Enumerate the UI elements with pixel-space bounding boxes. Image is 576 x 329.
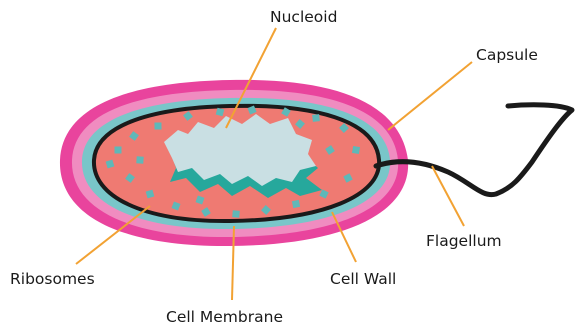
label-ribosomes: Ribosomes: [10, 270, 95, 288]
ribosome-dot: [115, 147, 122, 154]
leader-line-capsule: [388, 62, 472, 130]
label-nucleoid: Nucleoid: [270, 8, 337, 26]
ribosome-dot: [292, 200, 300, 208]
label-capsule: Capsule: [476, 46, 538, 64]
label-cell-membrane: Cell Membrane: [166, 308, 283, 326]
ribosome-dot: [154, 122, 161, 129]
label-flagellum: Flagellum: [426, 232, 502, 250]
ribosome-dot: [352, 146, 360, 154]
ribosome-dot: [136, 156, 143, 163]
leader-line-flagellum: [432, 166, 464, 226]
label-cell-wall: Cell Wall: [330, 270, 396, 288]
ribosome-dot: [312, 114, 320, 122]
ribosome-dot: [232, 210, 240, 218]
